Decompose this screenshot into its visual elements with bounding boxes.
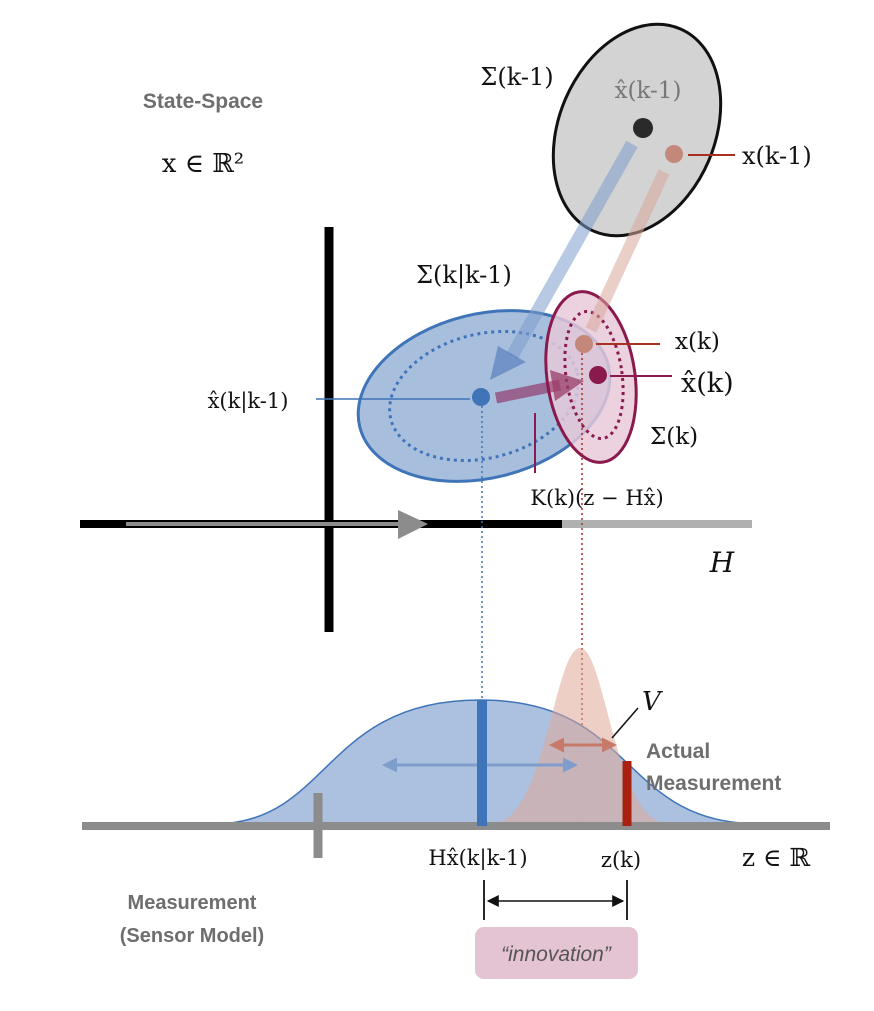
prior-estimate-label: x̂(k-1) — [615, 78, 682, 104]
actual-measurement-label-line1: Actual — [646, 740, 710, 763]
prediction-estimate-arrow-head — [490, 346, 526, 380]
updated-estimate-label: x̂(k) — [681, 368, 734, 399]
updated-estimate-point — [589, 366, 607, 384]
true-state-transition-arrow — [585, 169, 670, 333]
updated-covariance-label: Σ(k) — [650, 424, 698, 450]
state-space-domain: x ∈ ℝ² — [162, 149, 244, 179]
true-state-label: x(k) — [675, 329, 720, 355]
prior-estimate-point — [633, 118, 653, 138]
kalman-update-arrow-shaft — [494, 379, 562, 404]
prior-true-point — [665, 145, 683, 163]
predicted-covariance-label: Σ(k|k-1) — [416, 261, 512, 290]
prior-true-label: x(k-1) — [742, 142, 812, 170]
projection-arrow-head — [398, 510, 428, 539]
measurement-domain-label: z ∈ ℝ — [742, 843, 811, 872]
kalman-update-arrow-head — [550, 370, 584, 401]
innovation-label: “innovation” — [501, 943, 612, 966]
prior-covariance-label: Σ(k-1) — [480, 63, 553, 91]
state-space-title: State-Space — [143, 90, 263, 113]
noise-label: V — [642, 687, 663, 717]
projection-label: H — [709, 546, 735, 579]
measurement-title-line1: Measurement — [128, 892, 257, 914]
true-state-point — [575, 335, 593, 353]
predicted-estimate-label: x̂(k|k-1) — [208, 389, 289, 414]
predicted-measurement-label: Hx̂(k|k-1) — [428, 846, 527, 871]
noise-leader — [611, 707, 639, 739]
kalman-gain-label: K(k)(z − Hx̂) — [530, 486, 663, 510]
measurement-title-line2: (Sensor Model) — [120, 925, 264, 947]
actual-measurement-value-label: z(k) — [601, 848, 641, 872]
predicted-estimate-point — [472, 388, 490, 406]
actual-measurement-label-line2: Measurement — [646, 772, 781, 795]
innovation-badge — [475, 927, 638, 979]
prediction-estimate-arrow-shaft — [506, 140, 638, 360]
